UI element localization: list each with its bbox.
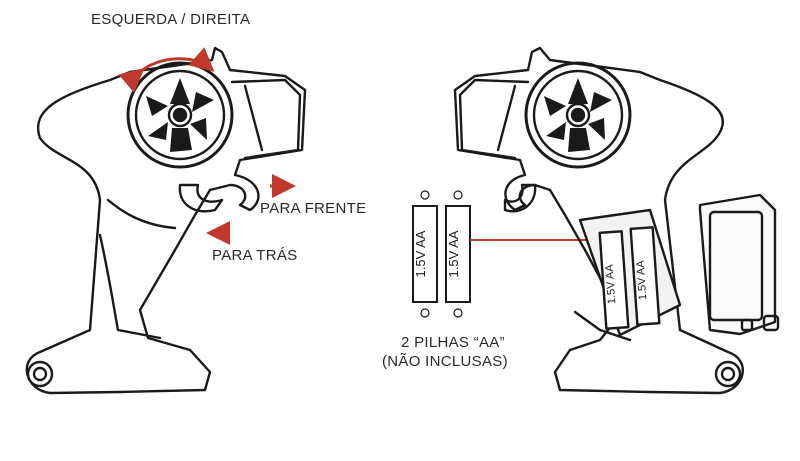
forward-label: PARA FRENTE (260, 200, 367, 217)
battery-pair: 1.5V AA 1.5V AA (412, 190, 471, 318)
compartment-battery-label: 1.5V AA (635, 259, 650, 300)
left-transmitter (25, 46, 307, 395)
battery: 1.5V AA (412, 190, 438, 318)
backward-label: PARA TRÁS (212, 247, 298, 264)
battery-voltage-label: 1.5V AA (413, 230, 428, 277)
batteries-note: 2 PILHAS “AA” (NÃO INCLUSAS) (382, 333, 508, 371)
compartment-battery-label: 1.5V AA (604, 263, 619, 304)
battery: 1.5V AA (445, 190, 471, 318)
steering-label: ESQUERDA / DIREITA (91, 11, 251, 28)
battery-voltage-label: 1.5V AA (446, 230, 461, 277)
batteries-note-line2: (NÃO INCLUSAS) (382, 353, 508, 370)
right-transmitter (453, 46, 780, 395)
steering-arrow (118, 47, 215, 93)
batteries-note-line1: 2 PILHAS “AA” (400, 334, 505, 351)
